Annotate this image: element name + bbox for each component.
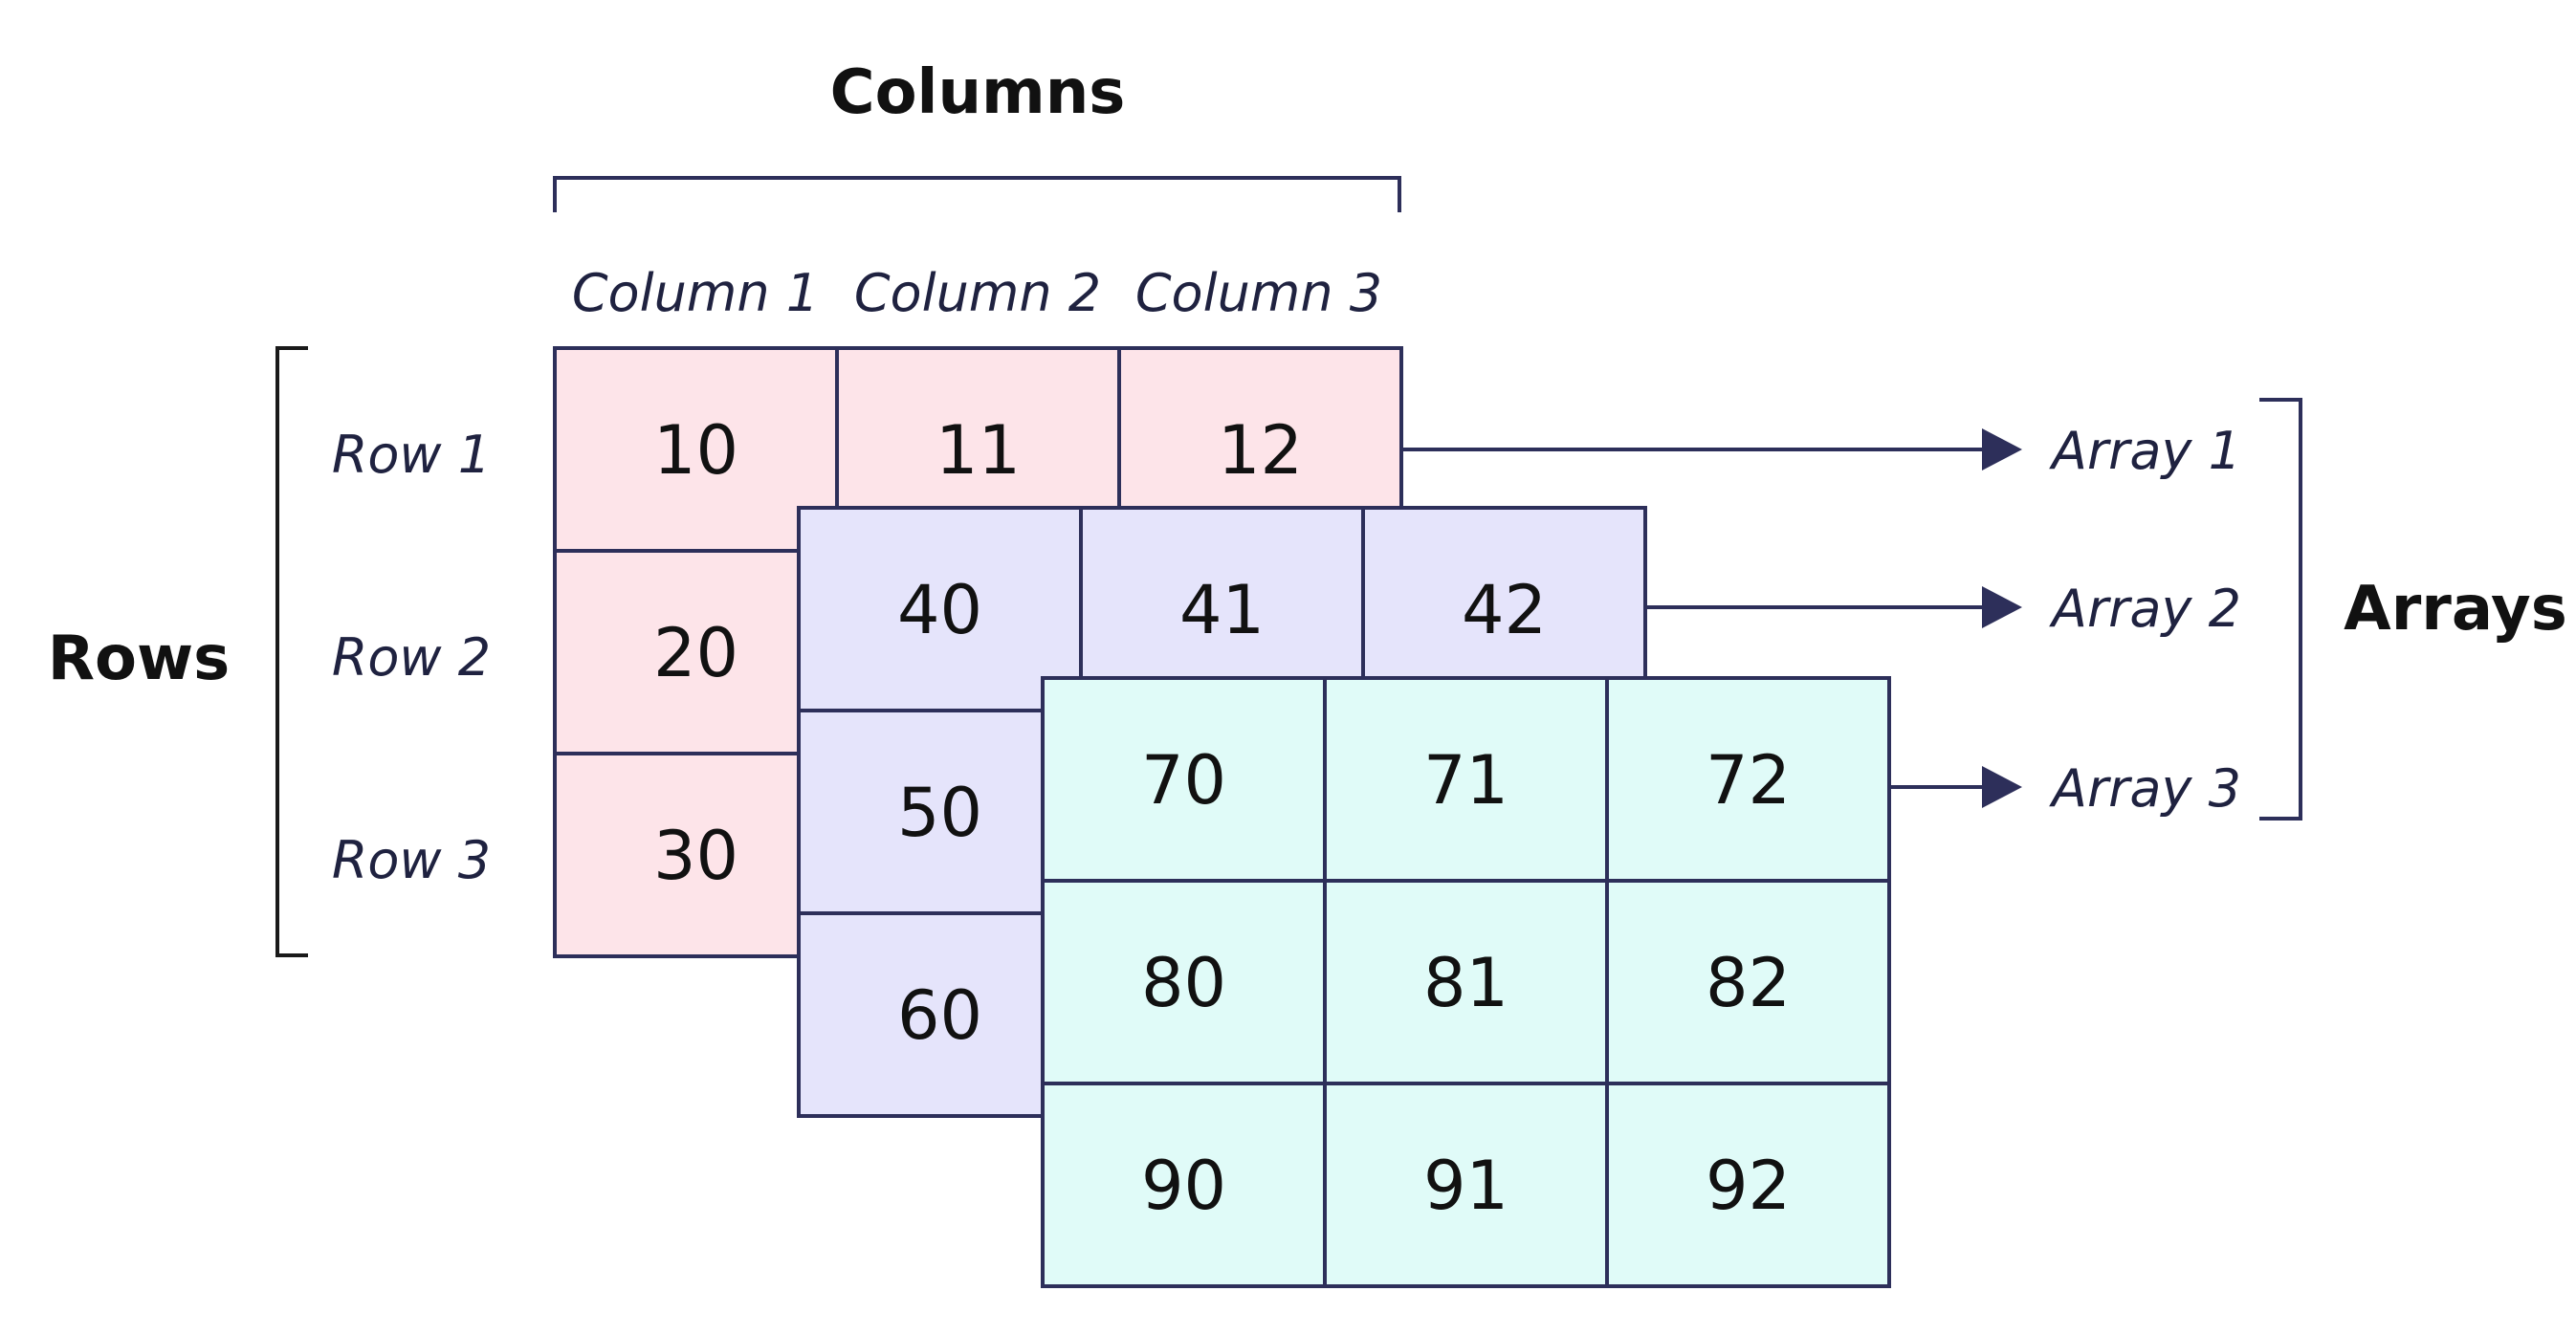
array-grids: 1011122021223031324041425051526061627071…	[553, 346, 1891, 1288]
rows-title: Rows	[48, 624, 230, 694]
array-1-value: 30	[653, 817, 738, 895]
columns-title: Columns	[830, 57, 1126, 128]
array-3-cell	[1323, 1082, 1609, 1288]
array-3-value: 81	[1423, 944, 1508, 1022]
array-label-1: Array 1	[2049, 421, 2241, 481]
array-connectors	[1401, 428, 2022, 808]
array-1-value: 10	[653, 411, 738, 490]
array-3-cell	[1605, 676, 1891, 883]
array-2-value: 40	[897, 571, 982, 649]
arrow-head-icon	[1982, 586, 2022, 628]
array-3-cell	[1605, 1082, 1891, 1288]
columns-bracket	[553, 176, 1401, 212]
array-3-value: 91	[1423, 1147, 1508, 1225]
row-label-2: Row 2	[332, 627, 491, 688]
array-3-value: 90	[1141, 1147, 1226, 1225]
column-label-2: Column 2	[854, 263, 1101, 323]
array-3-cell	[1041, 676, 1327, 883]
array-grid-3: 70 71 72 80 81 82 90 91 92	[1041, 676, 1891, 1288]
array-1-value: 12	[1218, 411, 1303, 490]
array-2-value: 50	[897, 774, 982, 852]
array-2-value: 41	[1179, 571, 1265, 649]
arrays-bracket	[2259, 398, 2302, 821]
array-1-value: 11	[936, 411, 1021, 490]
array-3-value: 72	[1706, 741, 1791, 820]
rows-bracket	[275, 346, 308, 957]
row-label-1: Row 1	[332, 425, 491, 485]
column-label-1: Column 1	[572, 263, 819, 323]
array-3-value: 70	[1141, 741, 1226, 820]
array-label-3: Array 3	[2049, 758, 2241, 819]
array-3-value: 82	[1706, 944, 1791, 1022]
arrow-head-icon	[1982, 766, 2022, 808]
array-2-value: 42	[1462, 571, 1547, 649]
array-2-value: 60	[897, 976, 982, 1055]
array-3-cell	[1605, 879, 1891, 1085]
array-2-cell	[797, 709, 1083, 915]
arrays-title: Arrays	[2344, 574, 2567, 645]
array-3-value: 71	[1423, 741, 1508, 820]
array-3-value: 80	[1141, 944, 1226, 1022]
array-3-cell	[1323, 879, 1609, 1085]
array-3-value: 92	[1706, 1147, 1791, 1225]
column-label-3: Column 3	[1135, 263, 1382, 323]
array-label-2: Array 2	[2049, 579, 2241, 639]
array-1-value: 20	[653, 614, 738, 692]
array-1-cell	[553, 346, 839, 553]
arrow-head-icon	[1982, 428, 2022, 471]
row-label-3: Row 3	[332, 830, 491, 890]
